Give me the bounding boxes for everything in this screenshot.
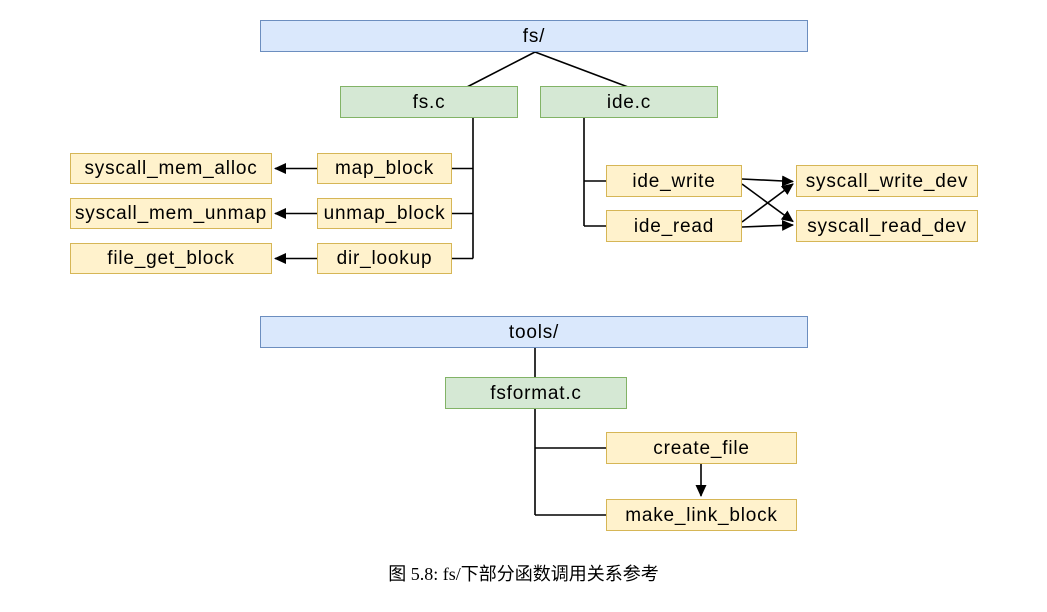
node-dir-lookup: dir_lookup bbox=[317, 243, 452, 274]
arrow-ideread-syscallreaddev bbox=[741, 219, 794, 231]
node-syscall-write-dev: syscall_write_dev bbox=[796, 165, 978, 197]
node-map-block: map_block bbox=[317, 153, 452, 184]
arrow-idewrite-syscallreaddev bbox=[741, 183, 794, 223]
edge-fsdir-fsc bbox=[466, 51, 536, 88]
node-fs-c: fs.c bbox=[340, 86, 518, 118]
node-unmap-block: unmap_block bbox=[317, 198, 452, 229]
node-ide-write: ide_write bbox=[606, 165, 742, 197]
node-create-file: create_file bbox=[606, 432, 797, 464]
arrow-idewrite-syscallwritedev bbox=[741, 175, 794, 187]
node-fsformat-c: fsformat.c bbox=[445, 377, 627, 409]
arrow-ideread-syscallwritedev bbox=[741, 183, 794, 223]
edge-fsdir-idec bbox=[534, 51, 629, 88]
node-file-get-block: file_get_block bbox=[70, 243, 272, 274]
node-fs-dir: fs/ bbox=[260, 20, 808, 52]
node-ide-read: ide_read bbox=[606, 210, 742, 242]
node-make-link-block: make_link_block bbox=[606, 499, 797, 531]
node-ide-c: ide.c bbox=[540, 86, 718, 118]
node-tools-dir: tools/ bbox=[260, 316, 808, 348]
node-syscall-mem-unmap: syscall_mem_unmap bbox=[70, 198, 272, 229]
node-syscall-read-dev: syscall_read_dev bbox=[796, 210, 978, 242]
node-syscall-mem-alloc: syscall_mem_alloc bbox=[70, 153, 272, 184]
figure-caption: 图 5.8: fs/下部分函数调用关系参考 bbox=[388, 564, 659, 584]
